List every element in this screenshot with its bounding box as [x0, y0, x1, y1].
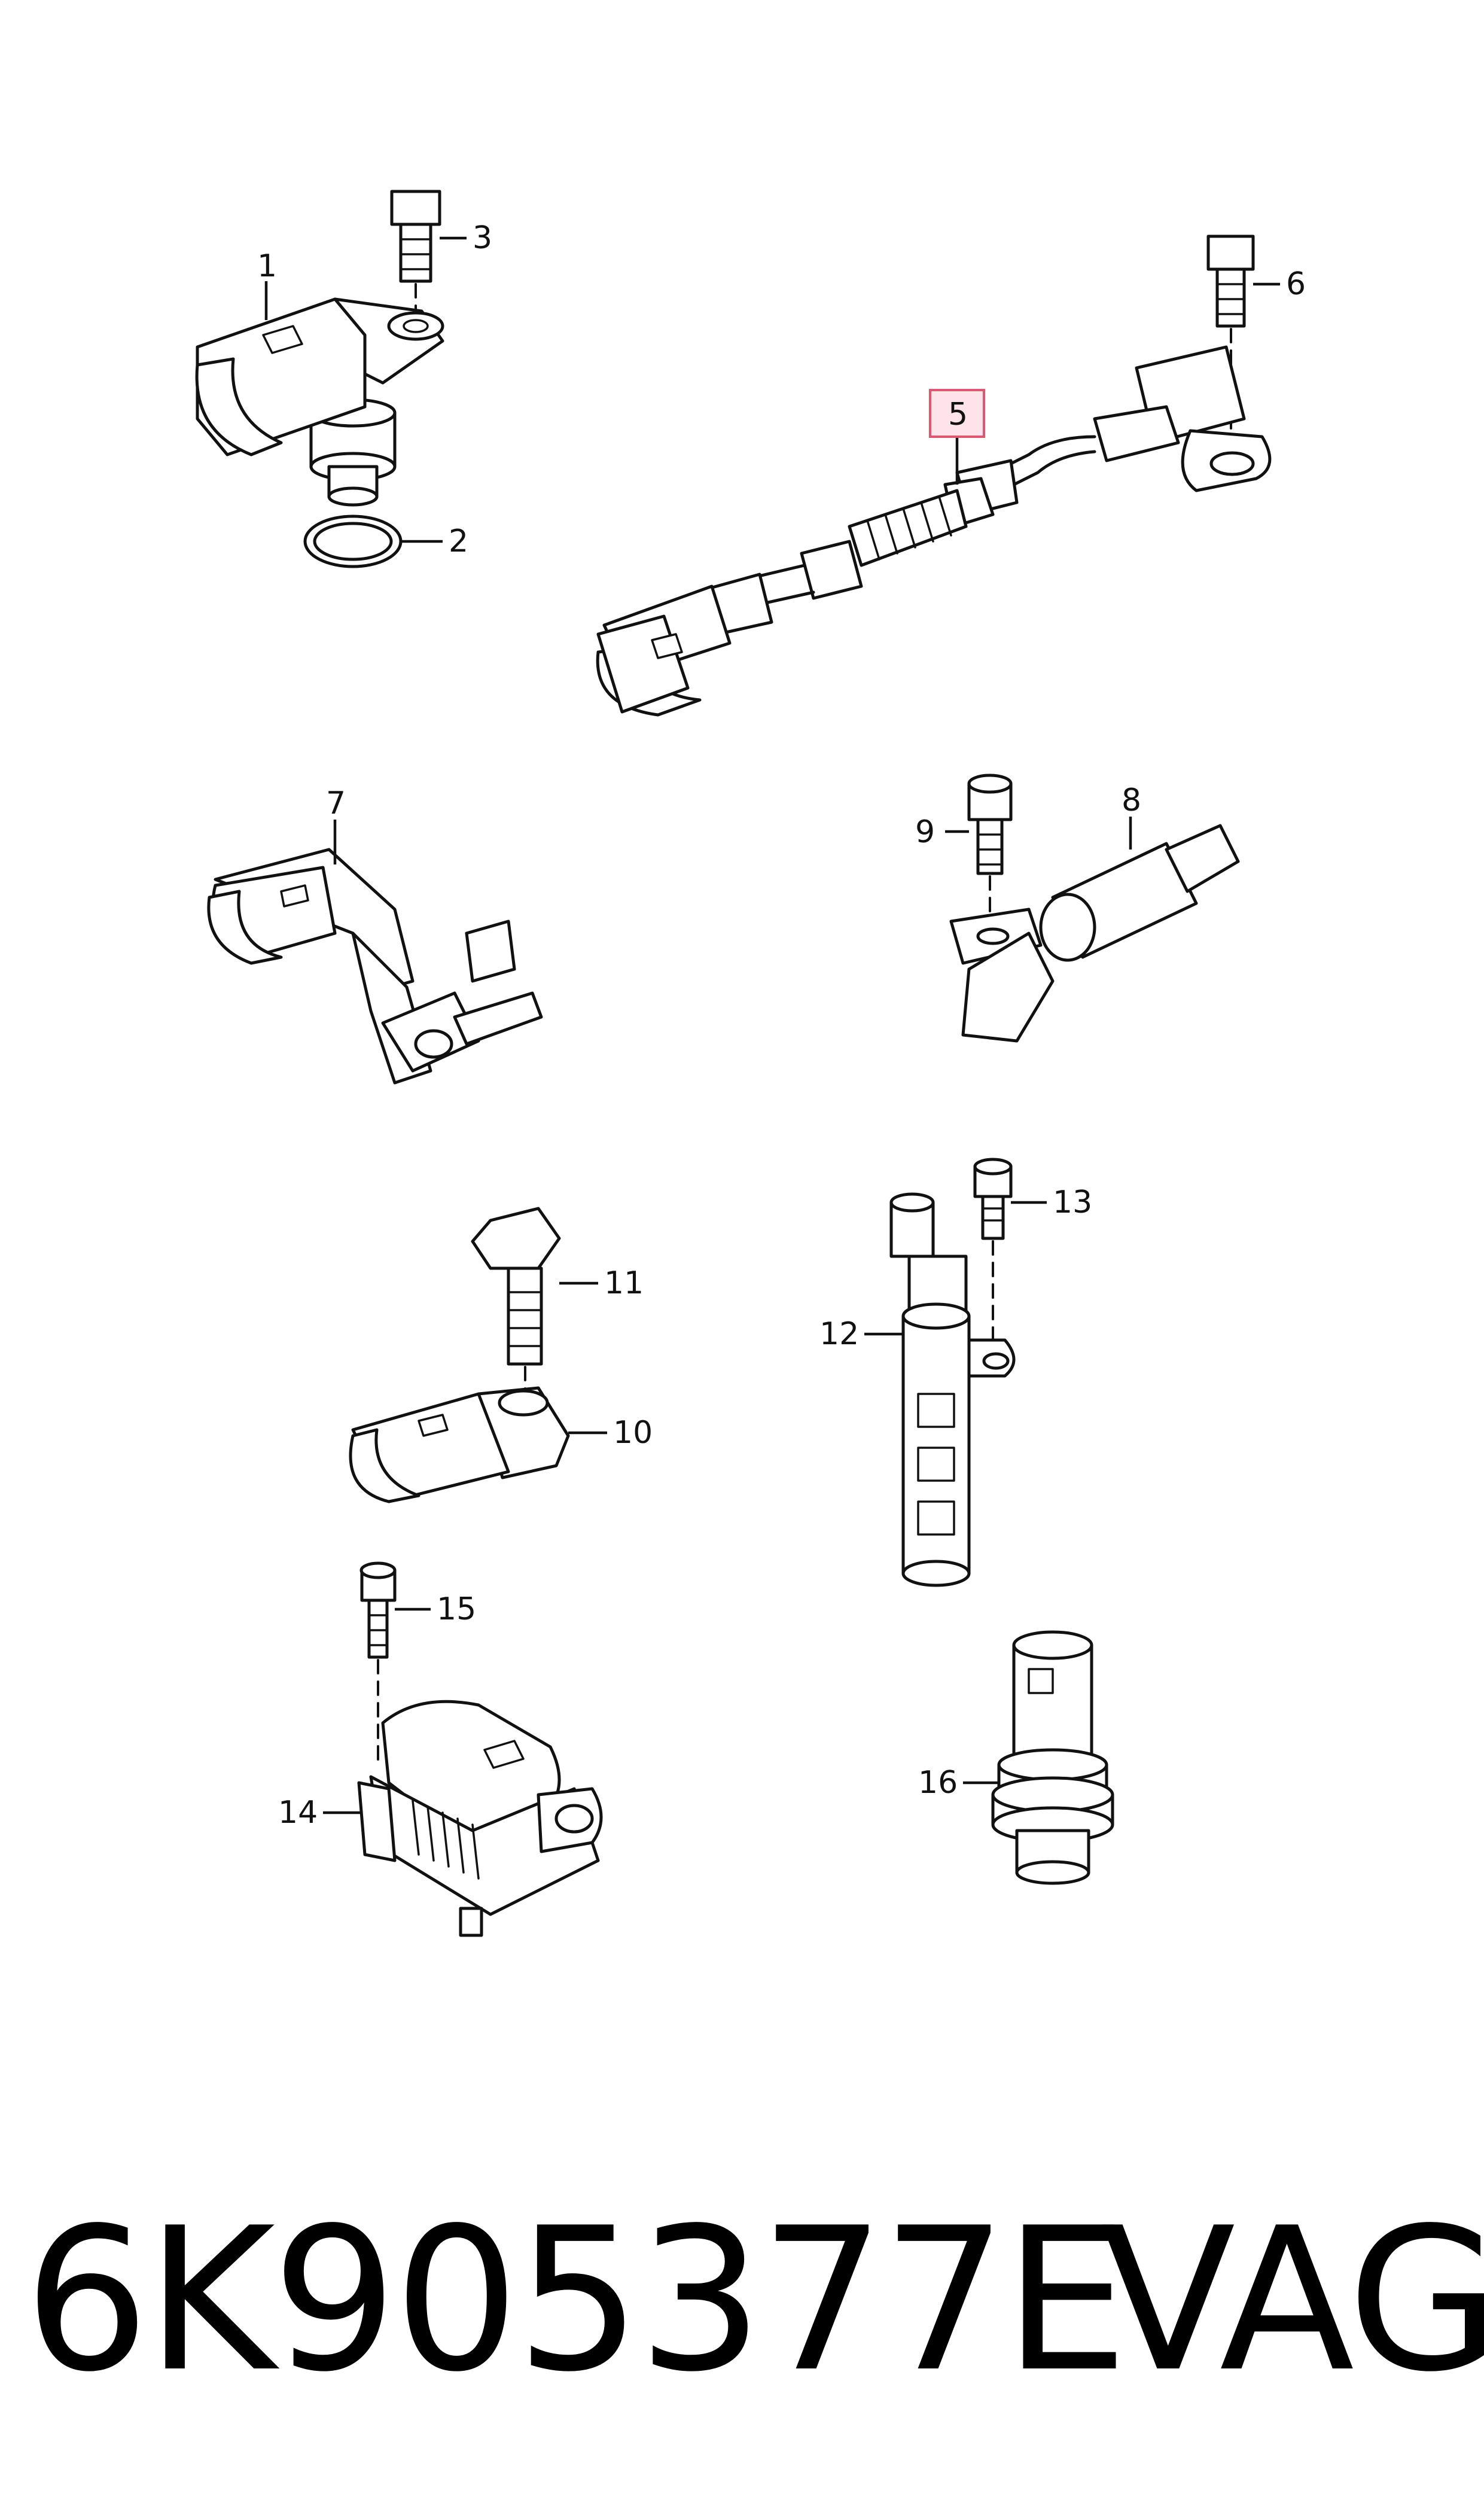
part-16-pressure-switch[interactable]: [991, 1630, 1114, 1885]
callout-labels: 1 2 3 5 6 7 8 9 10 11 12 13 14 15 16: [257, 220, 1306, 1831]
part-1-sensor[interactable]: [195, 297, 444, 507]
callout-9[interactable]: 9: [915, 814, 935, 850]
part-12-solenoid[interactable]: [889, 1192, 1016, 1587]
callout-14[interactable]: 14: [278, 1795, 318, 1831]
callout-2[interactable]: 2: [449, 523, 468, 559]
part-3-bolt[interactable]: [390, 190, 441, 321]
part-number: 6K905377E: [24, 2185, 1129, 2415]
part-5-sensor-cable[interactable]: [596, 345, 1272, 717]
callout-6[interactable]: 6: [1286, 266, 1306, 302]
callout-3[interactable]: 3: [473, 220, 492, 256]
part-11-bolt[interactable]: [471, 1207, 561, 1404]
part-9-bolt[interactable]: [967, 774, 1013, 931]
part-8-sensor[interactable]: [949, 824, 1240, 1043]
part-10-sensor[interactable]: [349, 1386, 570, 1503]
part-2-o-ring[interactable]: [303, 514, 403, 568]
callout-8[interactable]: 8: [1122, 783, 1141, 818]
part-6-bolt[interactable]: [1206, 235, 1255, 450]
callout-10[interactable]: 10: [613, 1415, 653, 1451]
callout-5[interactable]: 5: [948, 397, 968, 433]
callout-11[interactable]: 11: [604, 1265, 644, 1301]
part-13-bolt[interactable]: [973, 1158, 1013, 1344]
part-7-sensor[interactable]: [207, 848, 543, 1085]
callout-7[interactable]: 7: [326, 785, 346, 821]
leader-lines: [264, 236, 1280, 1814]
callout-15[interactable]: 15: [437, 1591, 476, 1627]
footer-caption: 6K905377E VAG: [0, 2202, 1484, 2441]
brand-name: VAG: [1101, 2185, 1484, 2415]
part-14-module[interactable]: [357, 1700, 603, 1937]
callout-5-highlight: [929, 389, 985, 438]
callout-16[interactable]: 16: [918, 1765, 958, 1801]
callout-12[interactable]: 12: [819, 1316, 859, 1352]
callout-1[interactable]: 1: [257, 248, 277, 284]
callout-13[interactable]: 13: [1053, 1185, 1092, 1220]
part-15-bolt[interactable]: [359, 1561, 397, 1769]
